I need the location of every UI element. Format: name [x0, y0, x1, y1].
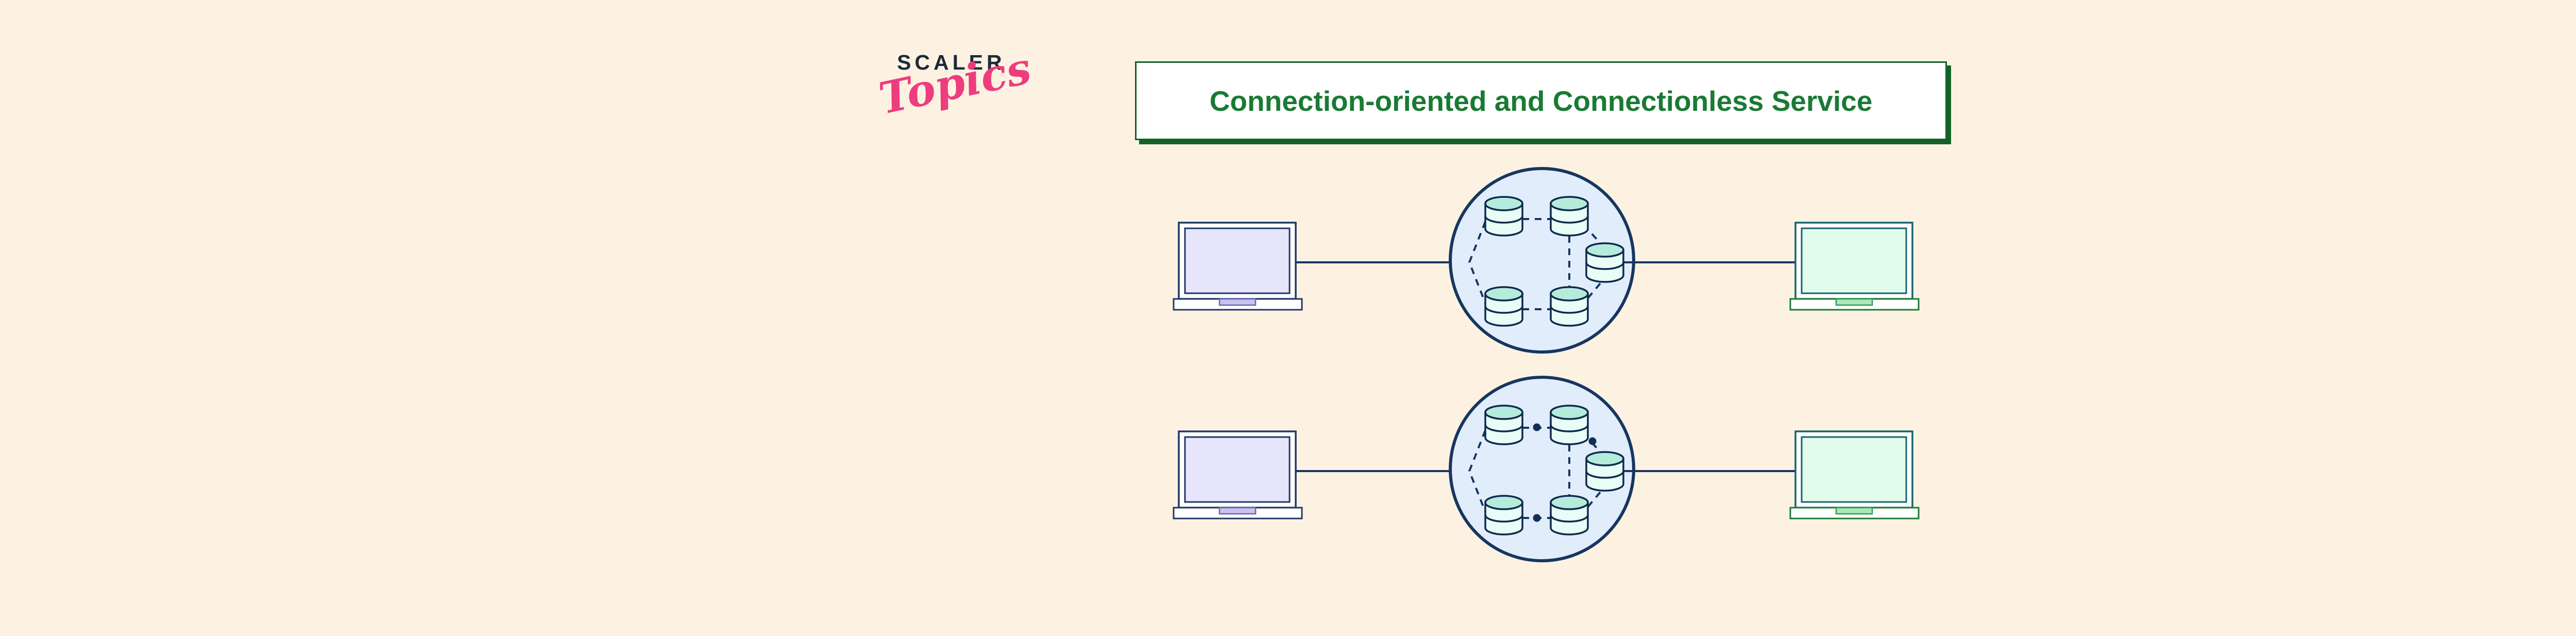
network-cloud-with-laptops	[1174, 169, 1919, 352]
connection-oriented-figure	[1170, 165, 1927, 361]
packet-dot	[1588, 437, 1597, 445]
logo-brand-text: SCALER	[897, 51, 1006, 74]
diagram-connectionless	[1170, 374, 1927, 570]
scaler-topics-logo: SCALER Topics	[875, 42, 1036, 158]
page-title: Connection-oriented and Connectionless S…	[1209, 85, 1873, 117]
packet-dot	[1533, 423, 1541, 431]
title-banner: Connection-oriented and Connectionless S…	[1135, 61, 1947, 140]
network-cloud-with-laptops	[1174, 377, 1919, 561]
diagram-connection-oriented	[1170, 165, 1927, 361]
connectionless-figure	[1170, 374, 1927, 570]
packet-dot	[1533, 514, 1541, 522]
